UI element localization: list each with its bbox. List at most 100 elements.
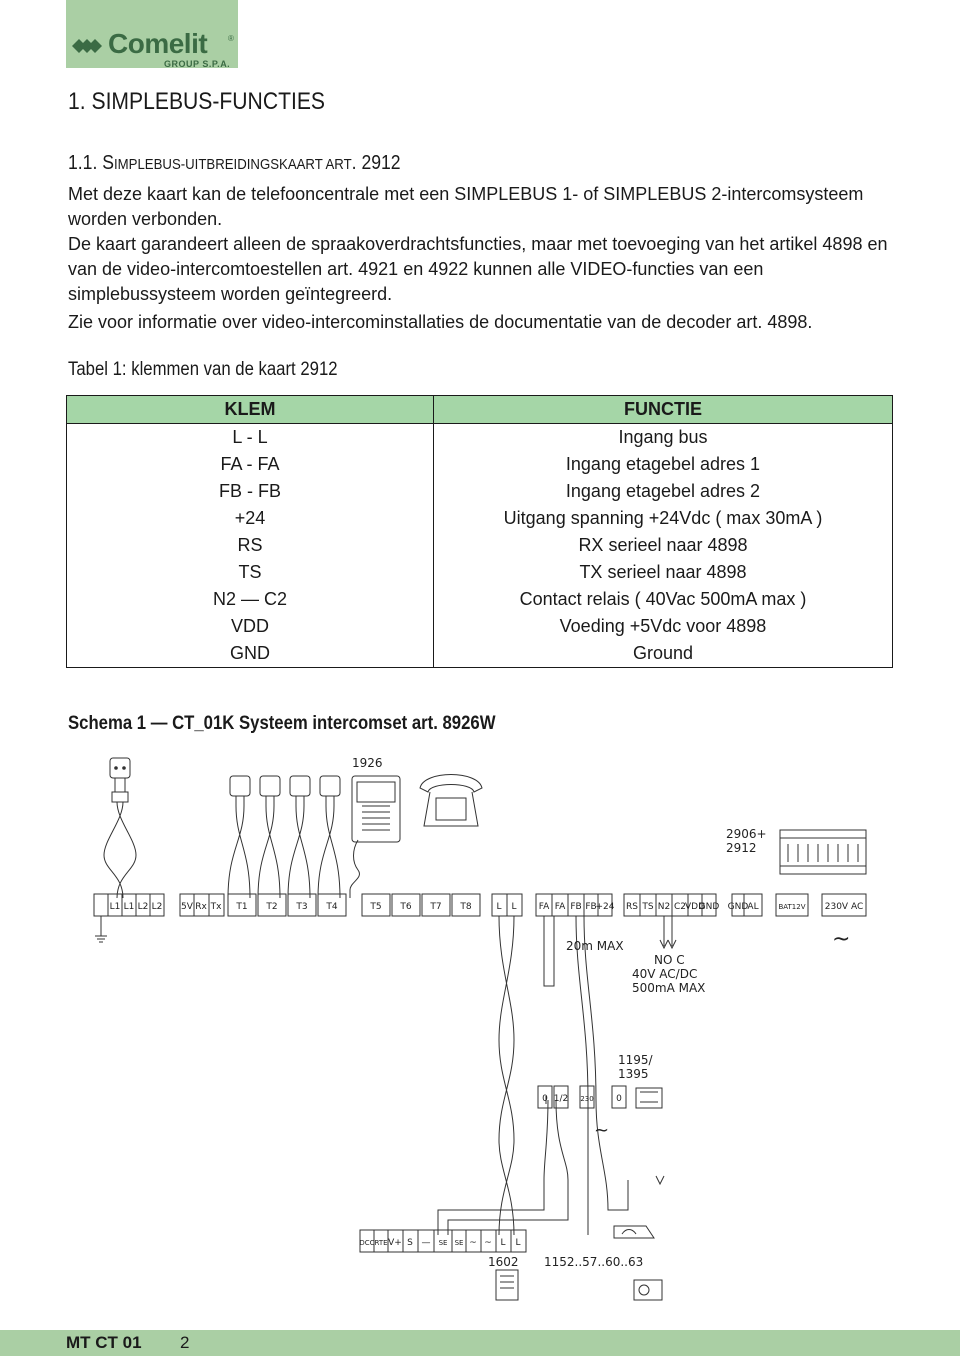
paragraph-reference: Zie voor informatie over video-intercomi… bbox=[68, 312, 813, 332]
terminal-label: FA bbox=[555, 902, 566, 912]
terminal-label: C2 bbox=[674, 902, 686, 912]
terminal-label: T5 bbox=[369, 902, 381, 912]
label-2906: 2906+ bbox=[726, 827, 767, 841]
terminal-label: T4 bbox=[325, 902, 337, 912]
ac-symbol-icon: ~ bbox=[832, 927, 850, 952]
schema-caption: Schema 1 — CT_01K Systeem intercomset ar… bbox=[68, 713, 496, 734]
wire-fb bbox=[575, 915, 589, 1235]
terminal-label: T1 bbox=[235, 902, 247, 912]
footer-document-code: MT CT 01 bbox=[66, 1333, 142, 1352]
label-1152: 1152..57..60..63 bbox=[544, 1255, 643, 1269]
subsection-article: . 2912 bbox=[351, 152, 401, 174]
terminal-1602-label: SE bbox=[439, 1239, 448, 1247]
terminal-1195-label: 0 bbox=[542, 1094, 548, 1104]
terminal-label: BAT12V bbox=[778, 903, 805, 911]
terminal-label: FB bbox=[585, 902, 596, 912]
logo-group: GROUP S.P.A. bbox=[164, 59, 231, 69]
wire-bus bbox=[498, 915, 515, 1236]
terminal-1602-label: DCC bbox=[359, 1239, 374, 1247]
cell-klem: TS bbox=[66, 559, 434, 586]
ac-symbol-icon: ~ bbox=[594, 1120, 609, 1141]
label-1602: 1602 bbox=[488, 1255, 519, 1269]
relay-label: NO C bbox=[654, 953, 685, 967]
wire-t2 bbox=[257, 805, 281, 899]
terminal-label: 5V bbox=[181, 902, 194, 912]
terminal-strip-1602 bbox=[359, 1229, 527, 1253]
cell-klem: N2 — C2 bbox=[66, 586, 434, 613]
terminal-1602-label: — bbox=[422, 1238, 431, 1248]
terminal-strip bbox=[93, 893, 867, 917]
wiring-diagram: 1926 2906+ 2912 20m MAX NO C 40V AC/DC 5… bbox=[93, 756, 867, 1301]
wire-1195 bbox=[655, 1175, 665, 1186]
terminal-1602-label: S bbox=[407, 1238, 413, 1248]
cell-klem: L - L bbox=[66, 423, 434, 451]
terminal-label: L bbox=[496, 902, 501, 912]
label-20m-max: 20m MAX bbox=[566, 939, 624, 953]
terminal-label: L2 bbox=[138, 902, 149, 912]
terminal-label: N2 bbox=[658, 902, 670, 912]
cell-klem: FB - FB bbox=[66, 478, 434, 505]
ground-symbol-icon bbox=[95, 916, 107, 943]
cell-functie: RX serieel naar 4898 bbox=[433, 532, 893, 559]
terminal-1602-label: L bbox=[500, 1238, 505, 1248]
subsection-number: 1.1. S bbox=[68, 152, 114, 174]
terminal-label: 230V AC bbox=[825, 902, 863, 912]
phone-socket-icon bbox=[229, 775, 251, 806]
phone-socket-icon bbox=[319, 775, 341, 806]
cell-functie: Ground bbox=[433, 640, 893, 668]
wire-t4 bbox=[317, 805, 341, 899]
terminal-label: +24 bbox=[596, 902, 615, 912]
wire-relay bbox=[663, 916, 673, 946]
terminal-label: GND bbox=[728, 902, 749, 912]
logo-name: Comelit bbox=[108, 28, 208, 59]
phone-1926-icon bbox=[349, 775, 401, 891]
transformer-1195-icon bbox=[537, 1085, 663, 1109]
header-brand-bar bbox=[66, 0, 238, 68]
footer-bar bbox=[0, 1330, 960, 1356]
unit-2912-icon bbox=[779, 829, 867, 875]
power-socket-icon bbox=[109, 757, 131, 803]
label-1395: 1395 bbox=[618, 1067, 649, 1081]
relay-label: 500mA MAX bbox=[632, 981, 705, 995]
terminal-label: L bbox=[511, 902, 516, 912]
terminal-1602-label: RTE bbox=[374, 1239, 387, 1247]
terminal-label: T8 bbox=[459, 902, 471, 912]
cell-klem: GND bbox=[66, 640, 434, 668]
terminal-1195-label: 230 bbox=[580, 1095, 593, 1103]
terminal-1602-label: L bbox=[515, 1238, 520, 1248]
terminal-label: VDD bbox=[685, 902, 705, 912]
terminal-label: T7 bbox=[429, 902, 441, 912]
terminal-1602-label: SE bbox=[455, 1239, 464, 1247]
wire-power bbox=[103, 801, 124, 899]
terminal-label: FA bbox=[539, 902, 550, 912]
cell-functie: Ingang bus bbox=[433, 423, 893, 451]
col-header-klem: KLEM bbox=[66, 395, 434, 424]
cell-functie: TX serieel naar 4898 bbox=[433, 559, 893, 586]
subsection-title-smallcaps: IMPLEBUS-UITBREIDINGSKAART ART bbox=[113, 156, 352, 173]
col-header-functie: FUNCTIE bbox=[433, 395, 893, 424]
phone-socket-icon bbox=[259, 775, 281, 806]
section-heading: 1. SIMPLEBUS-FUNCTIES bbox=[68, 88, 326, 115]
relay-label: 40V AC/DC bbox=[632, 967, 697, 981]
cell-klem: FA - FA bbox=[66, 451, 434, 478]
wire-1195 bbox=[447, 1099, 569, 1235]
terminal-label: Rx bbox=[195, 902, 207, 912]
subsection-heading: 1.1. SIMPLEBUS-UITBREIDINGSKAART ART. 29… bbox=[68, 152, 401, 175]
footer-page-number: 2 bbox=[180, 1333, 190, 1352]
label-1926: 1926 bbox=[352, 756, 383, 770]
terminal-label: GND bbox=[699, 902, 720, 912]
comelit-logo: Comelit ® GROUP S.P.A. bbox=[68, 28, 238, 69]
classic-telephone-icon bbox=[419, 774, 483, 827]
terminal-label: L2 bbox=[152, 902, 163, 912]
wire-bus bbox=[498, 915, 515, 1236]
cell-functie: Voeding +5Vdc voor 4898 bbox=[433, 613, 893, 640]
terminal-label: L1 bbox=[124, 902, 135, 912]
terminal-label: FB bbox=[570, 902, 581, 912]
table-header-row: KLEM FUNCTIE bbox=[66, 395, 893, 424]
